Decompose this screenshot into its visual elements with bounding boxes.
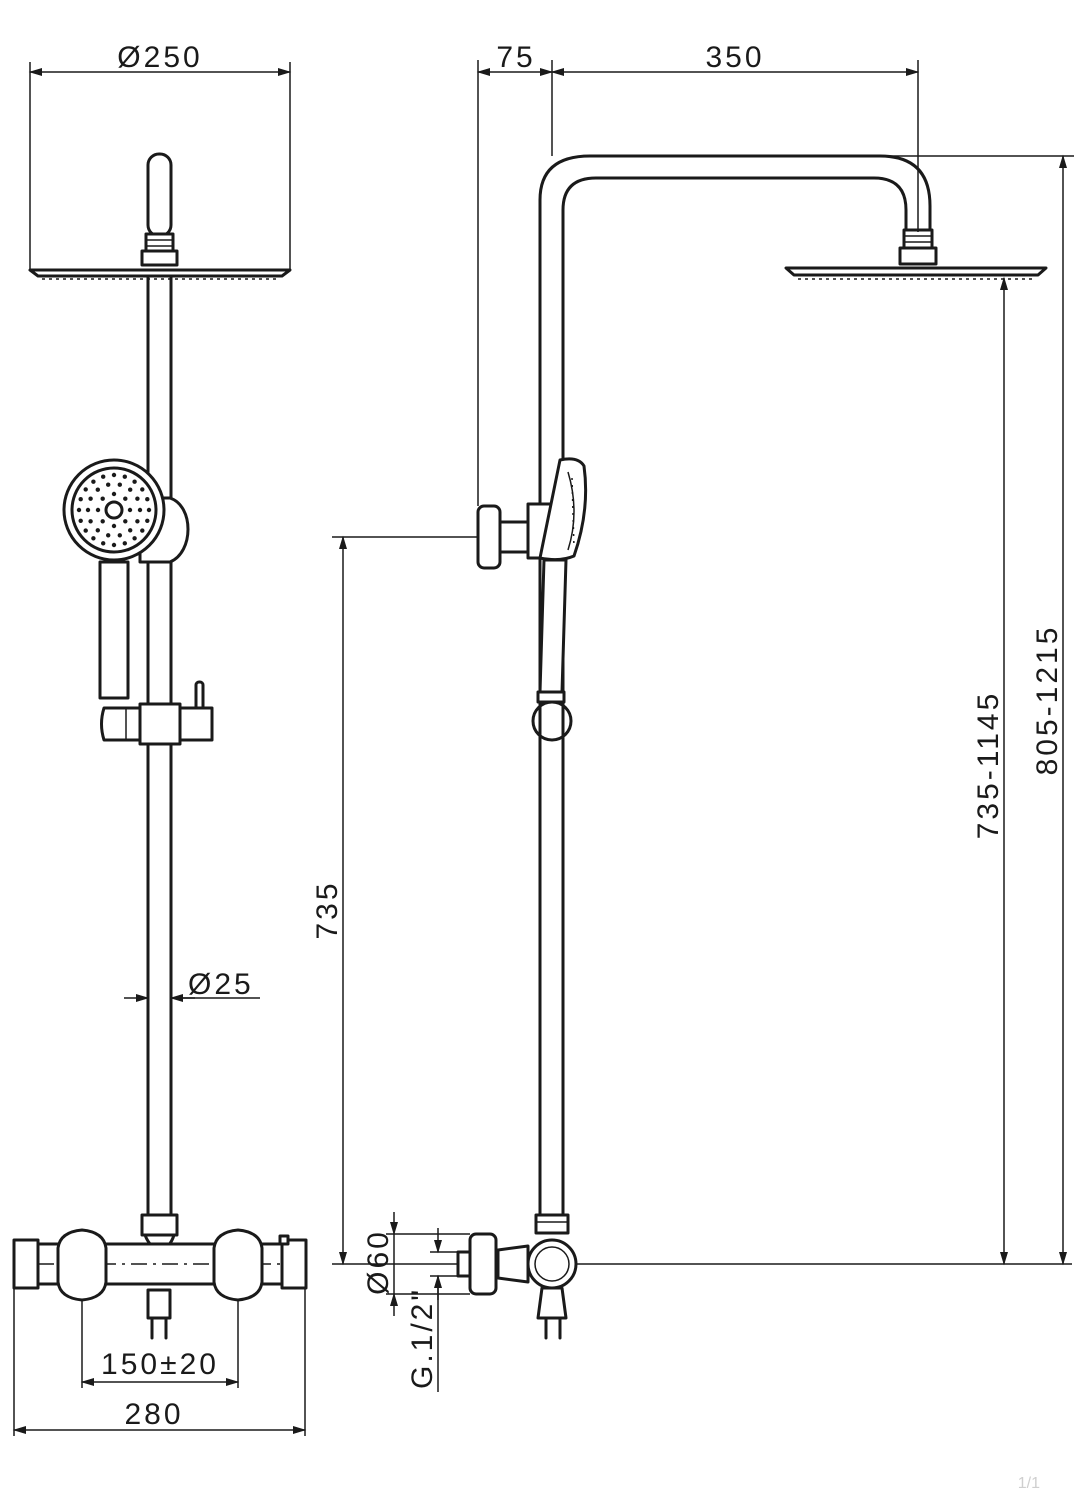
spray-nozzle: [91, 536, 96, 541]
pipe-diameter-dimension: Ø25: [124, 968, 260, 1003]
spray-nozzle: [100, 496, 105, 501]
spray-nozzle: [101, 541, 106, 546]
front-shower-head: [28, 152, 292, 280]
head-diameter-label: Ø250: [117, 41, 202, 74]
spray-nozzle: [78, 518, 83, 523]
spray-nozzle: [76, 507, 82, 513]
spray-nozzle: [122, 474, 128, 479]
spray-nozzle: [95, 528, 101, 533]
side-wall-bracket: [476, 502, 554, 570]
arm-length-label: 350: [705, 41, 764, 74]
inlet-spacing-label: 150±20: [101, 1348, 219, 1381]
spray-nozzle: [127, 507, 133, 513]
head-height-label: 735-1145: [972, 691, 1005, 840]
spray-nozzle: [88, 496, 93, 501]
front-slider: [100, 680, 214, 746]
inlet-spacing-dimension: 150±20: [80, 1348, 240, 1387]
spray-nozzle: [106, 533, 111, 538]
spray-nozzle: [101, 474, 106, 479]
spray-nozzle: [117, 533, 123, 538]
side-hand-shower: [531, 457, 588, 742]
mixer-width-label: 280: [124, 1398, 183, 1431]
valve-diameter-dimension: Ø60: [362, 1212, 470, 1316]
side-mixer: [456, 1213, 578, 1340]
mixer-width-dimension: 280: [12, 1398, 307, 1435]
outlet-height-dimension: 735: [311, 535, 478, 1266]
arm-offset-label: 75: [496, 41, 535, 74]
total-height-label: 805-1215: [1031, 625, 1064, 776]
spray-nozzle: [140, 487, 145, 492]
side-shower-head: [784, 228, 1048, 280]
inlet-thread-label: G.1/2": [406, 1287, 439, 1389]
spray-nozzle: [91, 479, 96, 484]
valve-diameter-label: Ø60: [362, 1229, 395, 1295]
pipe-diameter-label: Ø25: [188, 968, 254, 1001]
spray-nozzle: [111, 523, 117, 529]
side-view: 75 350 735 Ø60 G.1/2": [311, 41, 1074, 1392]
spray-nozzle: [123, 519, 128, 524]
spray-nozzle: [111, 472, 117, 478]
spray-nozzle: [122, 541, 128, 546]
outlet-height-label: 735: [311, 880, 344, 939]
inlet-thread-dimension: G.1/2": [406, 1228, 458, 1392]
spray-nozzle: [128, 487, 133, 492]
total-height-dimension: 805-1215: [880, 154, 1074, 1266]
head-diameter-dimension: Ø250: [28, 41, 292, 270]
spray-nozzle: [100, 519, 105, 524]
spray-nozzle: [111, 491, 117, 497]
head-height-dimension: 735-1145: [576, 276, 1072, 1266]
spray-nozzle: [123, 496, 128, 501]
front-view: Ø25: [12, 41, 308, 1436]
spray-nozzle: [95, 507, 101, 513]
spray-nozzle: [145, 497, 150, 502]
spray-nozzle: [85, 507, 91, 513]
spray-nozzle: [137, 507, 143, 513]
spray-nozzle: [146, 507, 152, 513]
front-riser-pipe: [146, 274, 173, 1220]
spray-nozzle: [132, 479, 137, 484]
spray-nozzle: [140, 528, 145, 533]
spray-nozzle: [95, 487, 101, 492]
side-riser-and-arm: [538, 154, 932, 1220]
spray-nozzle: [106, 482, 111, 487]
spray-nozzle: [78, 497, 83, 502]
spray-nozzle: [111, 542, 117, 548]
front-hand-shower: [62, 458, 166, 700]
spray-nozzle: [83, 528, 88, 533]
page-indicator: 1/1: [1018, 1475, 1040, 1491]
arm-dimensions: 75 350: [476, 41, 920, 506]
spray-nozzle: [135, 496, 140, 501]
spray-nozzle: [117, 482, 123, 487]
spray-nozzle: [135, 519, 140, 524]
spray-nozzle: [128, 528, 133, 533]
spray-nozzles: [76, 472, 152, 548]
spray-nozzle: [83, 487, 88, 492]
spray-nozzle: [145, 518, 150, 523]
spray-nozzle: [88, 519, 93, 524]
spray-nozzle: [132, 536, 137, 541]
front-thermostatic-mixer: [12, 1213, 308, 1436]
